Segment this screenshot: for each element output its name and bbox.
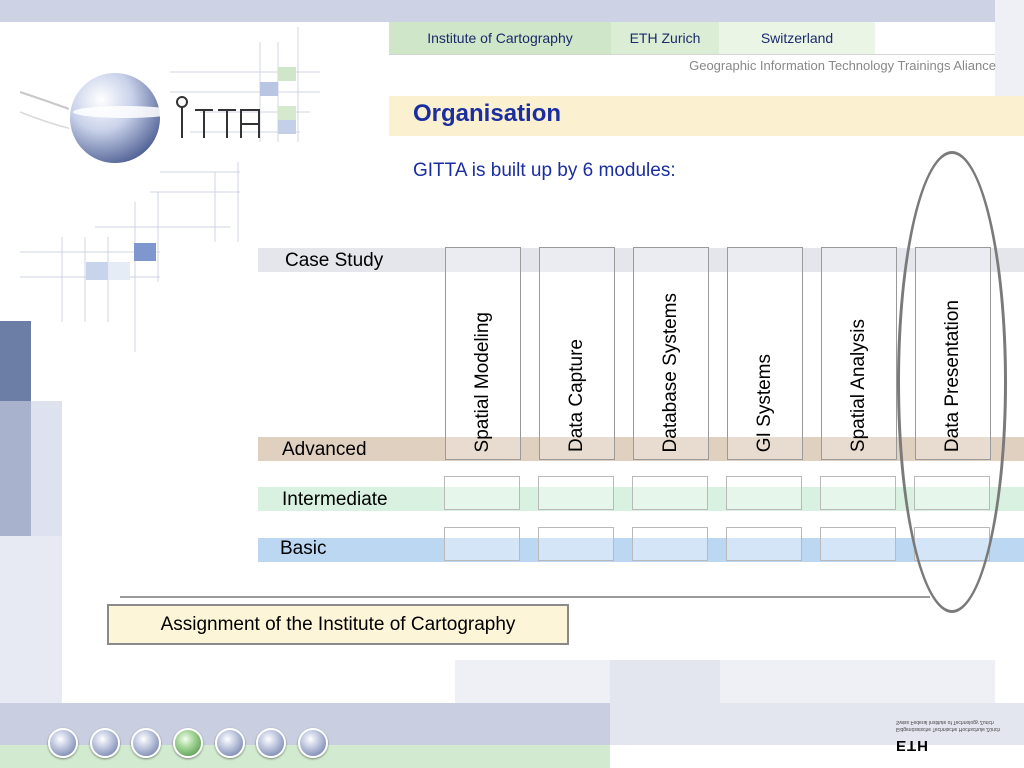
module-cell[interactable]: [444, 476, 520, 510]
nav-dot-button[interactable]: [215, 728, 245, 758]
assignment-box: Assignment of the Institute of Cartograp…: [107, 604, 569, 645]
level-label-basic: Basic: [280, 538, 327, 559]
page-title: Organisation: [413, 100, 562, 127]
eth-line: Swiss Federal Institute of Technology Zu…: [896, 719, 994, 725]
top-strip: [0, 0, 1024, 22]
module-cell[interactable]: [632, 476, 708, 510]
module-label-gi-systems: GI Systems: [754, 353, 775, 452]
globe-icon: [68, 71, 162, 165]
grid-lines: [20, 27, 320, 352]
tab-institute-of-cartography[interactable]: Institute of Cartography: [389, 22, 611, 54]
module-cell[interactable]: [538, 476, 614, 510]
left-accent-block: [0, 401, 31, 536]
module-cell[interactable]: [538, 527, 614, 561]
section-divider: [120, 596, 930, 598]
module-label-spatial-modeling: Spatial Modeling: [472, 311, 493, 452]
level-band-intermediate: [258, 487, 1024, 511]
nav-dot-button[interactable]: [256, 728, 286, 758]
level-label-case-study: Case Study: [285, 250, 384, 271]
module-cell[interactable]: [820, 527, 896, 561]
eth-line: Eidgenössische Technische Hochschule Zür…: [896, 726, 1001, 732]
bottom-pale-band: [610, 660, 720, 703]
level-label-intermediate: Intermediate: [282, 489, 388, 510]
module-cell[interactable]: [632, 527, 708, 561]
module-cell[interactable]: [726, 527, 802, 561]
header-corner: [995, 0, 1024, 96]
gitta-logo: [19, 27, 320, 352]
page-subtitle: GITTA is built up by 6 modules:: [413, 160, 676, 181]
module-cell[interactable]: [726, 476, 802, 510]
eth-institution-text: Eidgenössische Technische Hochschule Zür…: [896, 718, 1008, 732]
module-column[interactable]: [445, 247, 521, 460]
bottom-pale-band: [455, 660, 995, 703]
nav-dot-button[interactable]: [298, 728, 328, 758]
nav-dot-button[interactable]: [90, 728, 120, 758]
level-label-advanced: Advanced: [282, 439, 367, 460]
eth-logo: ETH: [896, 737, 929, 754]
module-column[interactable]: [633, 247, 709, 460]
highlight-ellipse: [897, 151, 1007, 613]
tab-switzerland[interactable]: Switzerland: [719, 22, 875, 54]
module-cell[interactable]: [820, 476, 896, 510]
bottom-band: [610, 703, 1024, 745]
nav-dot-button-active[interactable]: [173, 728, 203, 758]
module-column[interactable]: [821, 247, 897, 460]
module-column[interactable]: [727, 247, 803, 460]
tab-eth-zurich[interactable]: ETH Zurich: [611, 22, 719, 54]
title-bar: [389, 96, 1024, 136]
header-divider: [389, 54, 995, 55]
left-accent-block: [0, 321, 31, 401]
gitta-wordmark-icon: [176, 96, 260, 138]
module-label-data-capture: Data Capture: [566, 338, 587, 452]
nav-dot-button[interactable]: [48, 728, 78, 758]
left-accent-block: [31, 401, 62, 536]
module-label-spatial-analysis: Spatial Analysis: [848, 318, 869, 452]
module-label-database-systems: Database Systems: [660, 292, 681, 452]
left-accent-block: [0, 536, 62, 706]
nav-dot-button[interactable]: [131, 728, 161, 758]
module-column[interactable]: [539, 247, 615, 460]
level-band-basic: [258, 538, 1024, 562]
module-cell[interactable]: [444, 527, 520, 561]
header-subtitle: Geographic Information Technology Traini…: [689, 58, 996, 73]
